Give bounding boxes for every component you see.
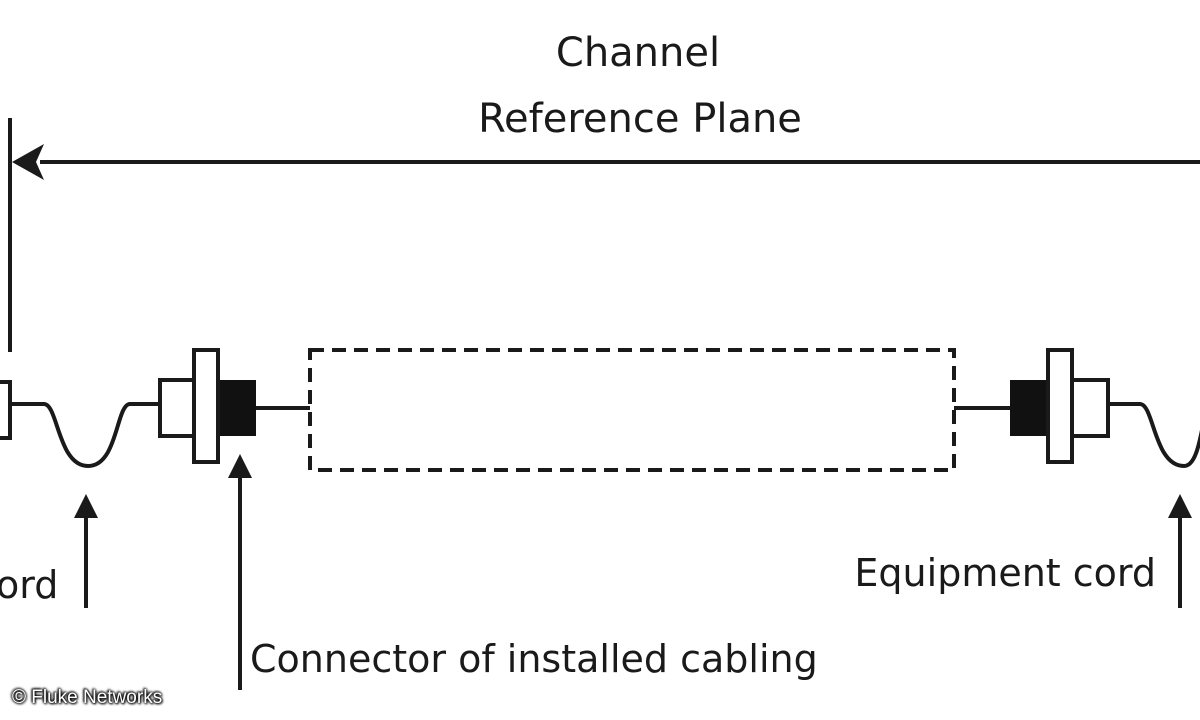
right-equipment-cord — [1108, 402, 1200, 469]
left-plug-body — [0, 380, 12, 440]
title-reference-plane: Reference Plane — [478, 96, 802, 142]
copyright-watermark: © Fluke Networks — [12, 687, 163, 708]
arrow-equipment-cord — [1168, 494, 1192, 608]
right-connector-jack — [1010, 380, 1046, 436]
arrow-left-cord — [74, 494, 98, 608]
left-connector-plug — [158, 378, 198, 438]
label-equipment-cord: Equipment cord — [854, 551, 1156, 595]
left-connector-flange — [192, 348, 220, 464]
right-connector-plug — [1070, 378, 1110, 438]
arrow-connector — [228, 454, 252, 690]
right-connector-flange — [1046, 348, 1074, 464]
label-left-cord: ord — [0, 563, 58, 607]
title-channel: Channel — [556, 30, 720, 76]
installed-cabling-box — [308, 348, 956, 472]
left-patch-cord — [10, 402, 160, 469]
left-connector-jack — [220, 380, 256, 436]
channel-arrow-head — [12, 144, 44, 180]
label-connector-installed-cabling: Connector of installed cabling — [250, 637, 818, 681]
